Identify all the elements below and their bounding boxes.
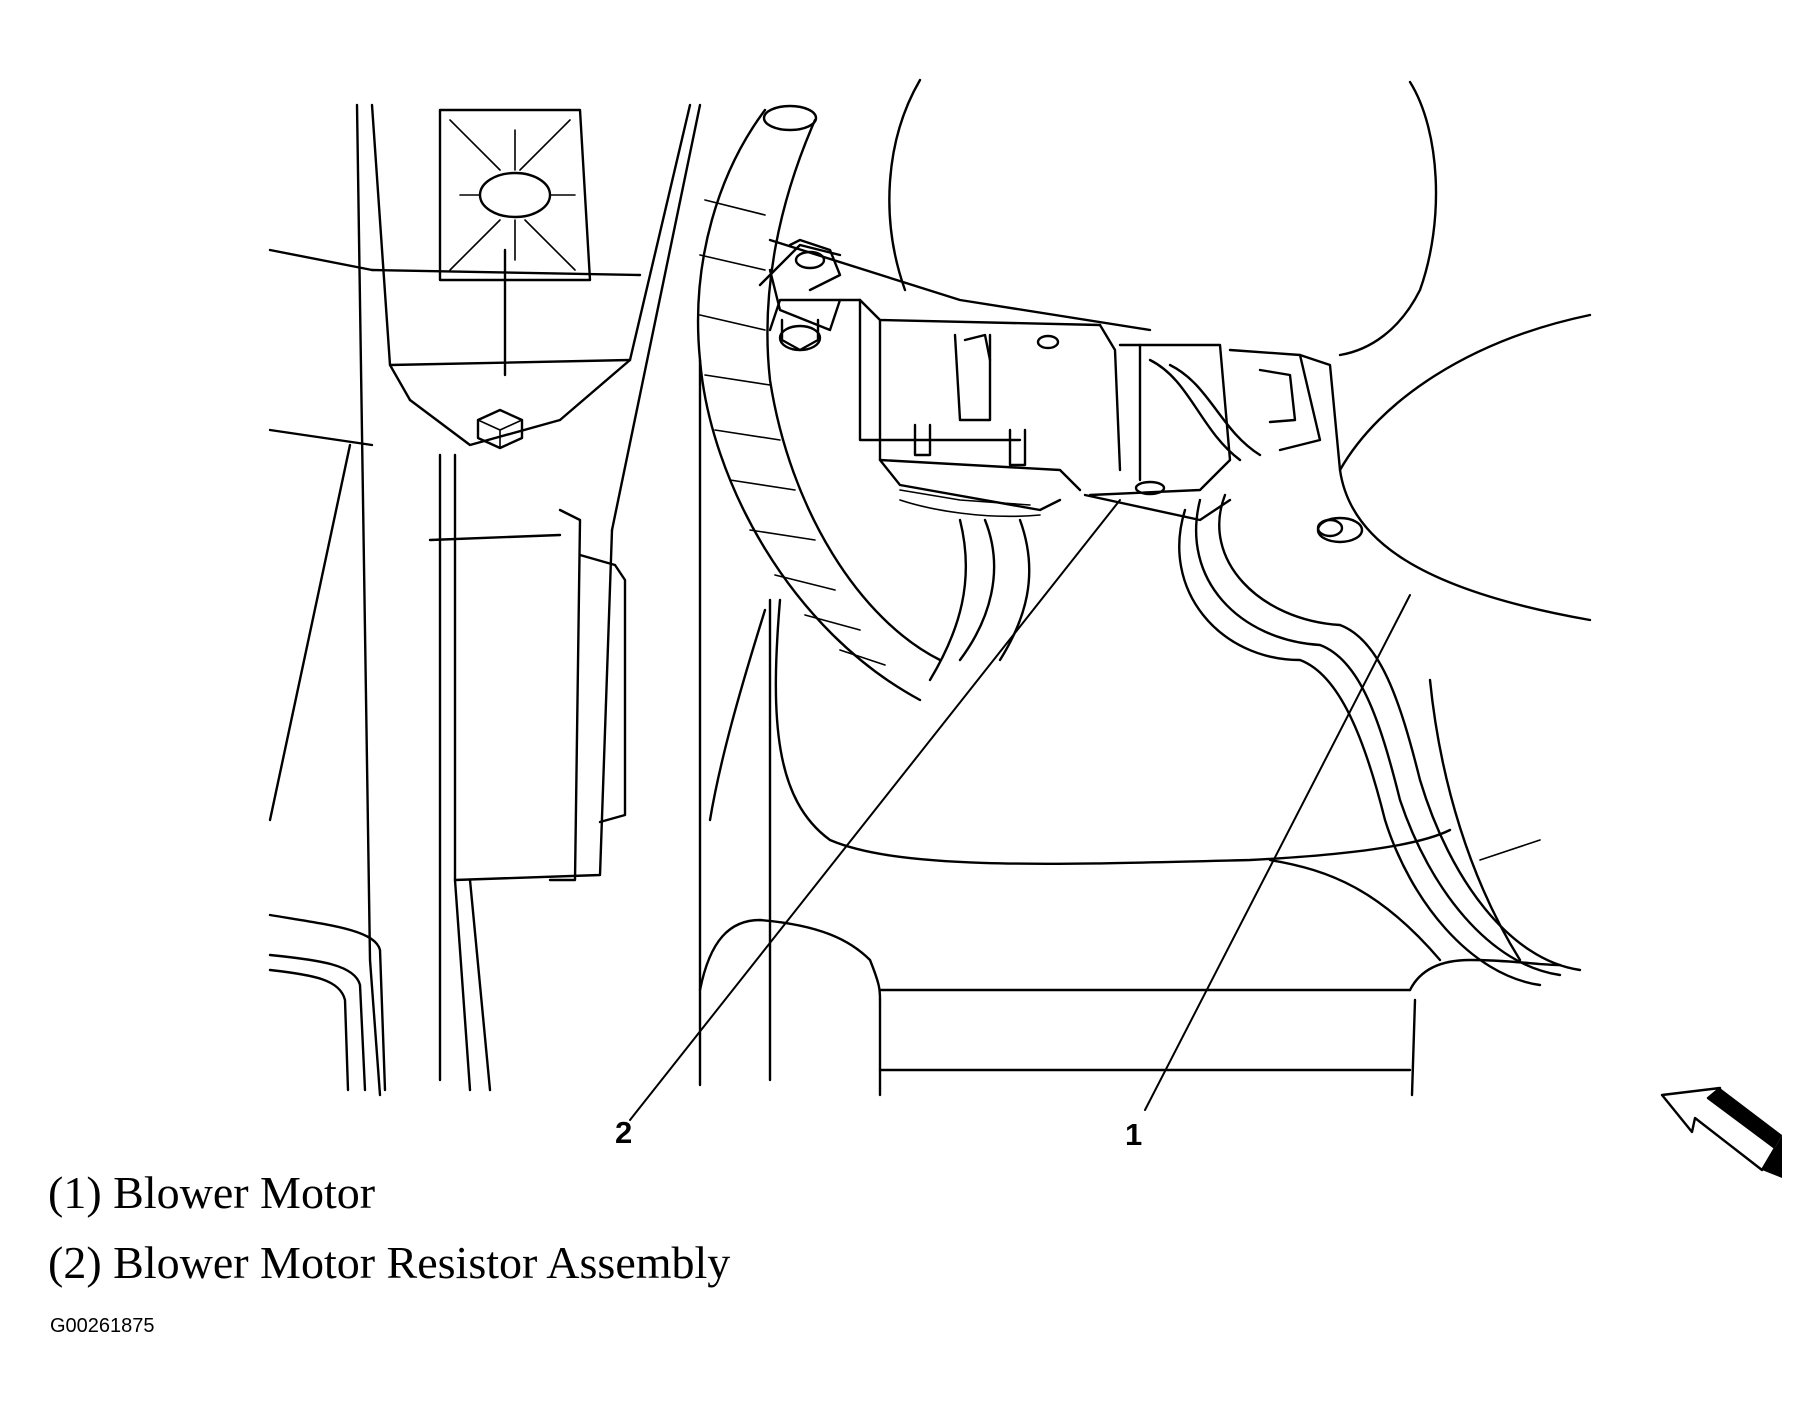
callout-1: 1: [1125, 1117, 1142, 1152]
callout-2: 2: [615, 1115, 632, 1150]
view-direction-arrow-icon: [1660, 1086, 1782, 1178]
leader-line-2: [629, 499, 1121, 1121]
legend-item-blower-motor: (1) Blower Motor: [48, 1167, 376, 1218]
wiring-harness: [696, 104, 942, 1087]
mid-connector: [1083, 343, 1342, 522]
central-panel: [698, 598, 1562, 1097]
lower-left-duct: [268, 913, 387, 1092]
figure-code: G00261875: [50, 1315, 155, 1337]
leader-line-1: [1144, 594, 1411, 1111]
resistor-connector: [758, 238, 1152, 682]
blower-housing-top: [888, 78, 1438, 357]
left-bracket: [268, 103, 702, 1097]
blower-motor: [1178, 313, 1592, 987]
legend-item-blower-motor-resistor-assembly: (2) Blower Motor Resistor Assembly: [48, 1237, 731, 1288]
